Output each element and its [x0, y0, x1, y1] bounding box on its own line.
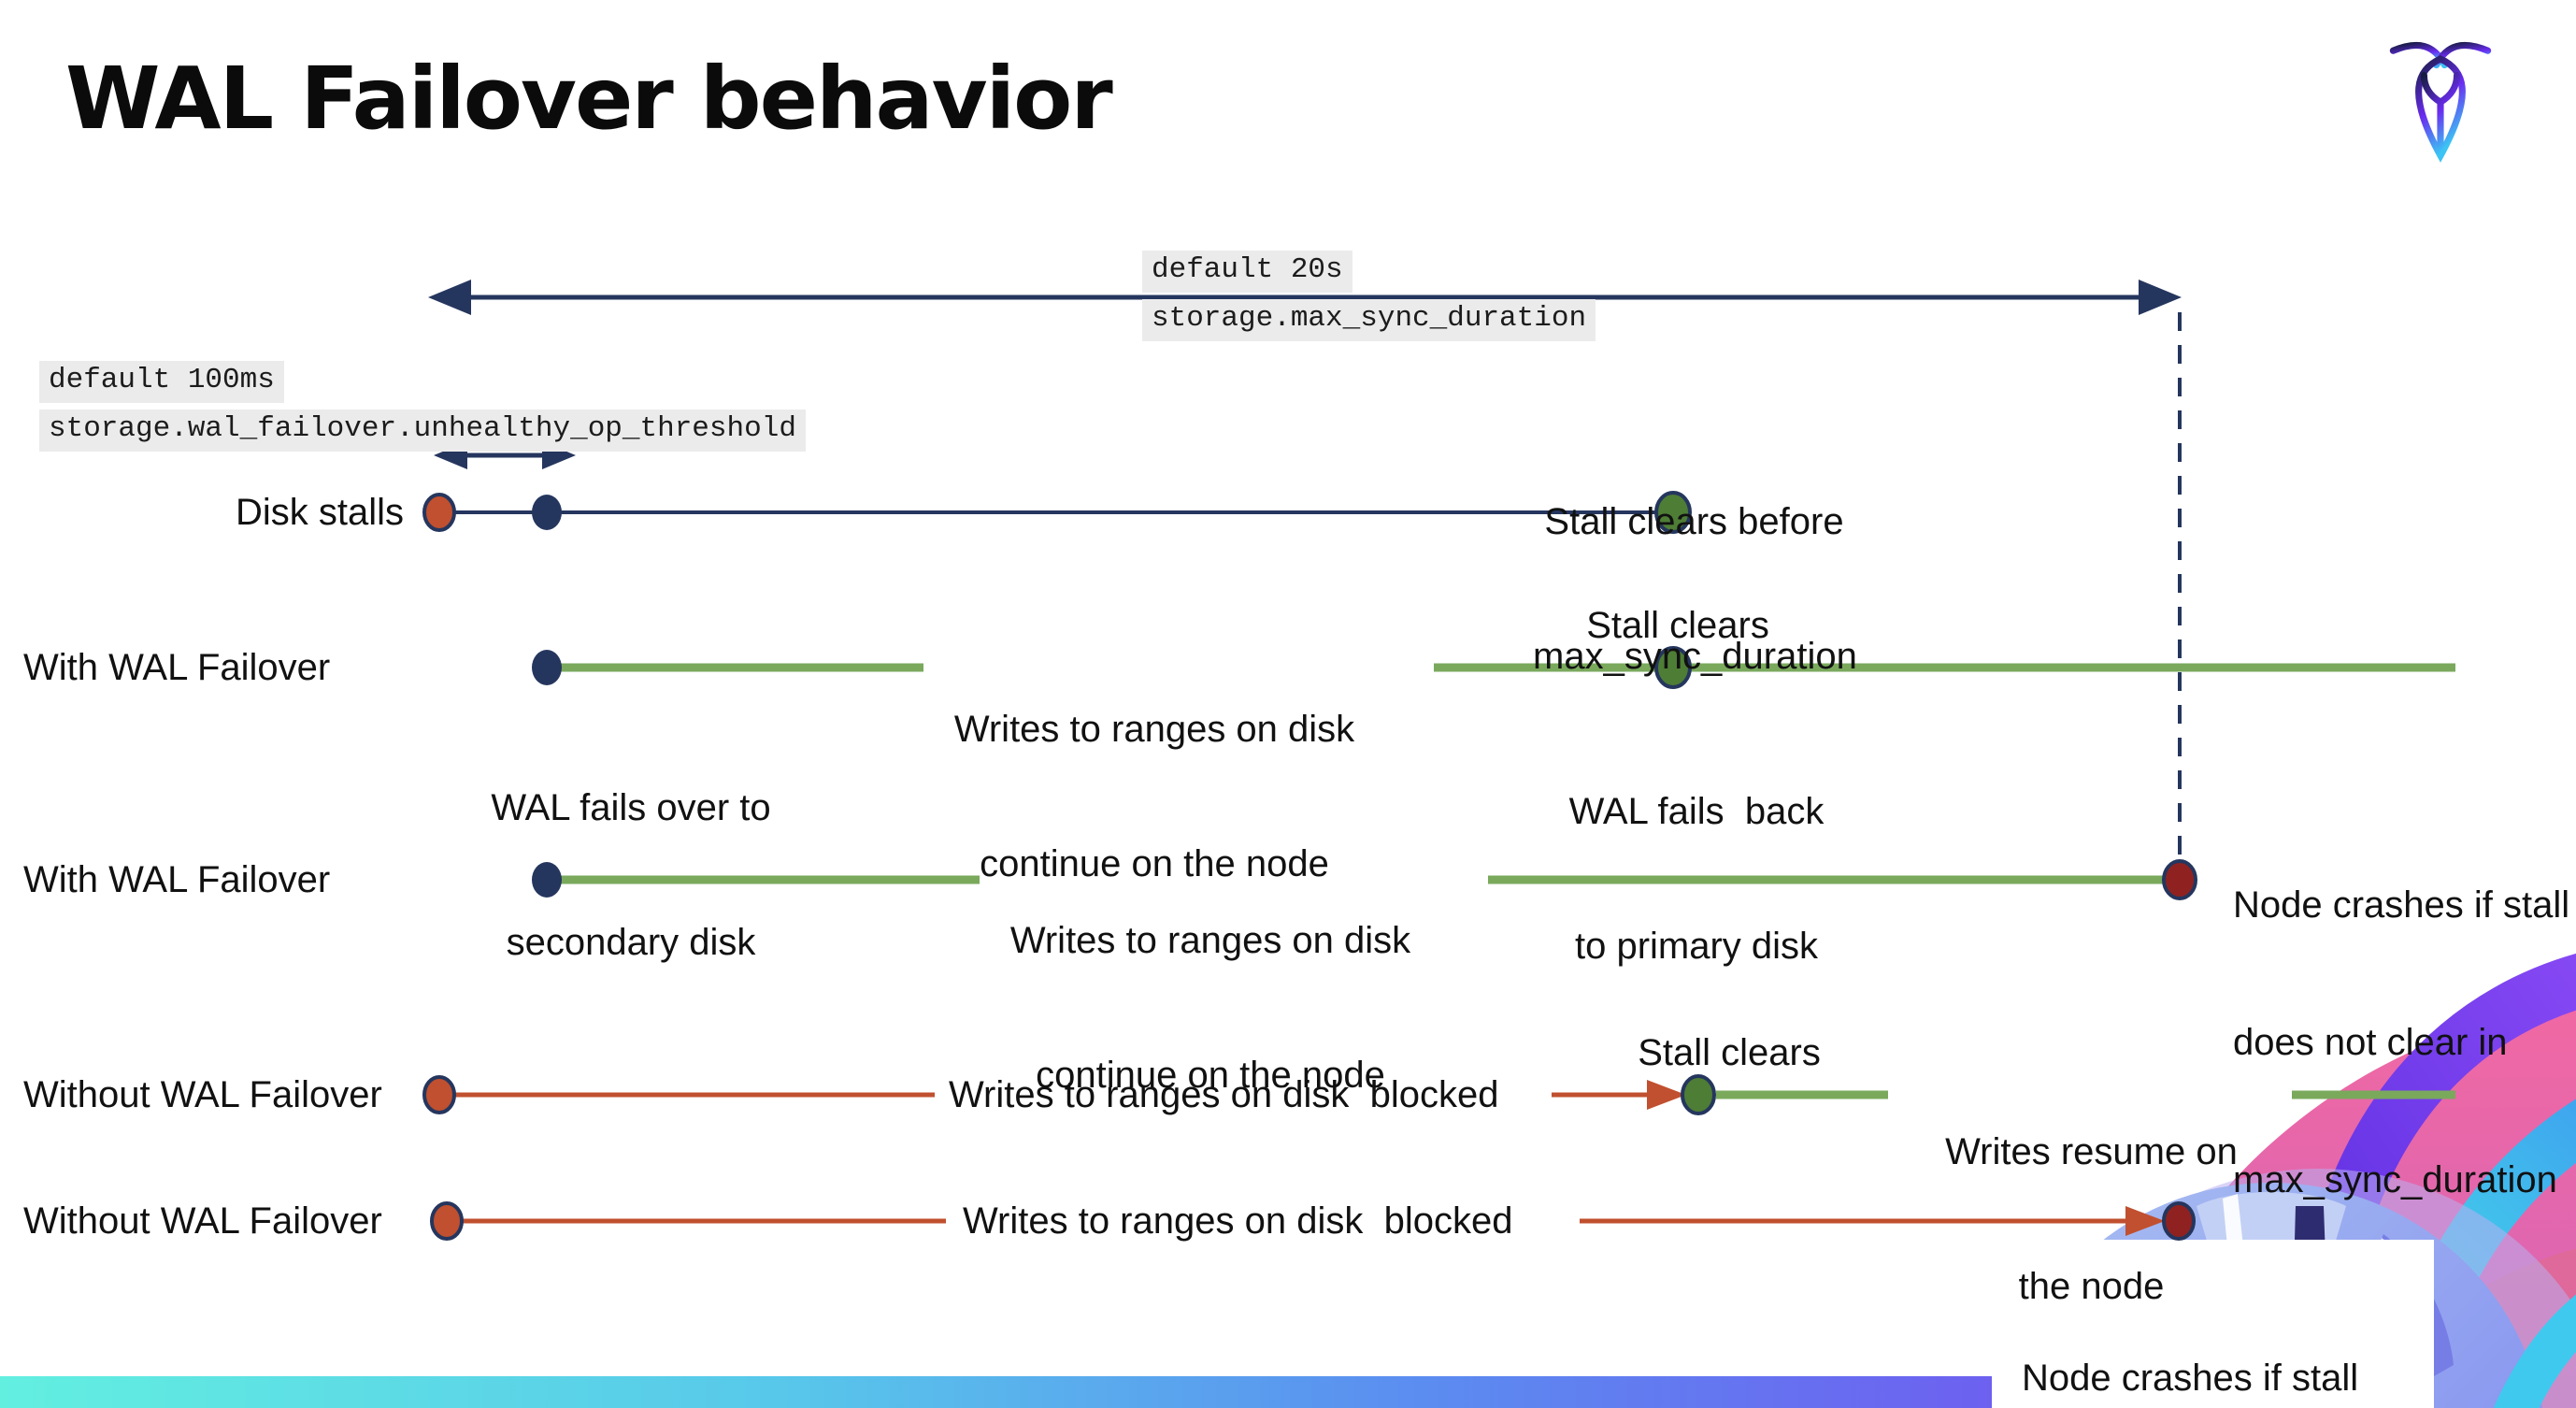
row-label-with-failover-1: With WAL Failover	[23, 647, 331, 688]
threshold-setting-name: storage.wal_failover.unhealthy_op_thresh…	[39, 409, 806, 452]
timeline-disk-stalls	[422, 491, 1692, 534]
failback-note: WAL fails back to primary disk	[1568, 791, 1825, 967]
stall-clears-dot-2	[1681, 1074, 1716, 1115]
failover-dot	[532, 650, 562, 685]
row-label-with-failover-2: With WAL Failover	[23, 859, 331, 900]
timeline-with-failover-clears	[532, 646, 2455, 689]
stall-clears-note-1: Stall clears	[1586, 605, 1769, 646]
row-label-without-failover-1: Without WAL Failover	[23, 1074, 382, 1115]
red-arrowhead-1	[1647, 1080, 1686, 1110]
stall-clears-before-note: Stall clears before max_sync_duration	[1533, 501, 1857, 677]
node-crash-note-2: Node crashes if stall does not clear in …	[2022, 1358, 2359, 1399]
crash-caption-box	[1992, 1240, 2434, 1408]
row-label-without-failover-2: Without WAL Failover	[23, 1200, 382, 1242]
stall-start-dot-2	[422, 1075, 456, 1114]
writes-resume-note: Writes resume on the node	[1945, 1131, 2238, 1307]
threshold-dot	[532, 495, 562, 530]
page-title: WAL Failover behavior	[65, 49, 1113, 149]
stall-clears-note-2: Stall clears	[1638, 1032, 1821, 1073]
threshold-default-label: default 100ms	[39, 361, 284, 403]
writes-blocked-note-2: Writes to ranges on disk blocked	[963, 1200, 1513, 1242]
node-crash-dot	[2162, 859, 2197, 900]
failover-note: WAL fails over to secondary disk	[491, 787, 771, 963]
writes-blocked-note-1: Writes to ranges on disk blocked	[949, 1074, 1499, 1115]
max-sync-setting-name: storage.max_sync_duration	[1142, 299, 1596, 341]
cyan-leg-2	[2494, 1294, 2576, 1408]
max-sync-default-label: default 20s	[1142, 251, 1352, 293]
writes-continue-note-1: Writes to ranges on disk continue on the…	[953, 709, 1355, 884]
stall-start-dot	[422, 493, 456, 532]
node-crash-note-1: Node crashes if stall does not clear in …	[2233, 884, 2570, 1200]
writes-continue-note-2: Writes to ranges on disk continue on the…	[1009, 920, 1411, 1096]
cockroachdb-logo-icon	[2389, 41, 2492, 163]
stall-start-dot-3	[430, 1201, 464, 1241]
row-label-disk-stalls: Disk stalls	[235, 492, 404, 533]
